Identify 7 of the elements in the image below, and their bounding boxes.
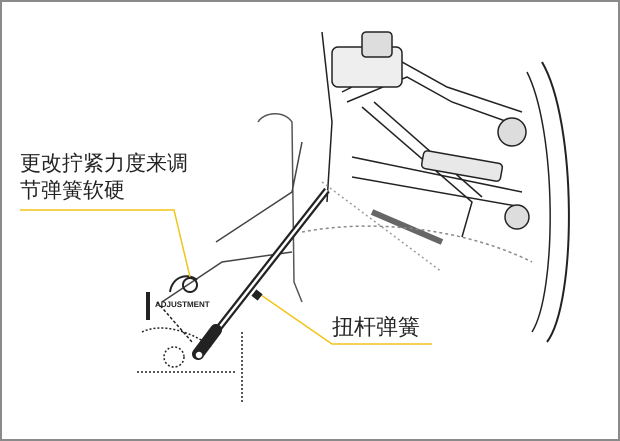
part-label: ADJUSTMENT [155,300,210,309]
leader-line [260,294,432,345]
callout-text: 扭杆弹簧 [332,314,421,342]
callout-text: 更改拧紧力度来调节弹簧软硬 [20,150,189,204]
adjuster-eye [182,277,198,293]
torsion-bar-section [251,289,263,301]
leader-line [20,209,191,278]
